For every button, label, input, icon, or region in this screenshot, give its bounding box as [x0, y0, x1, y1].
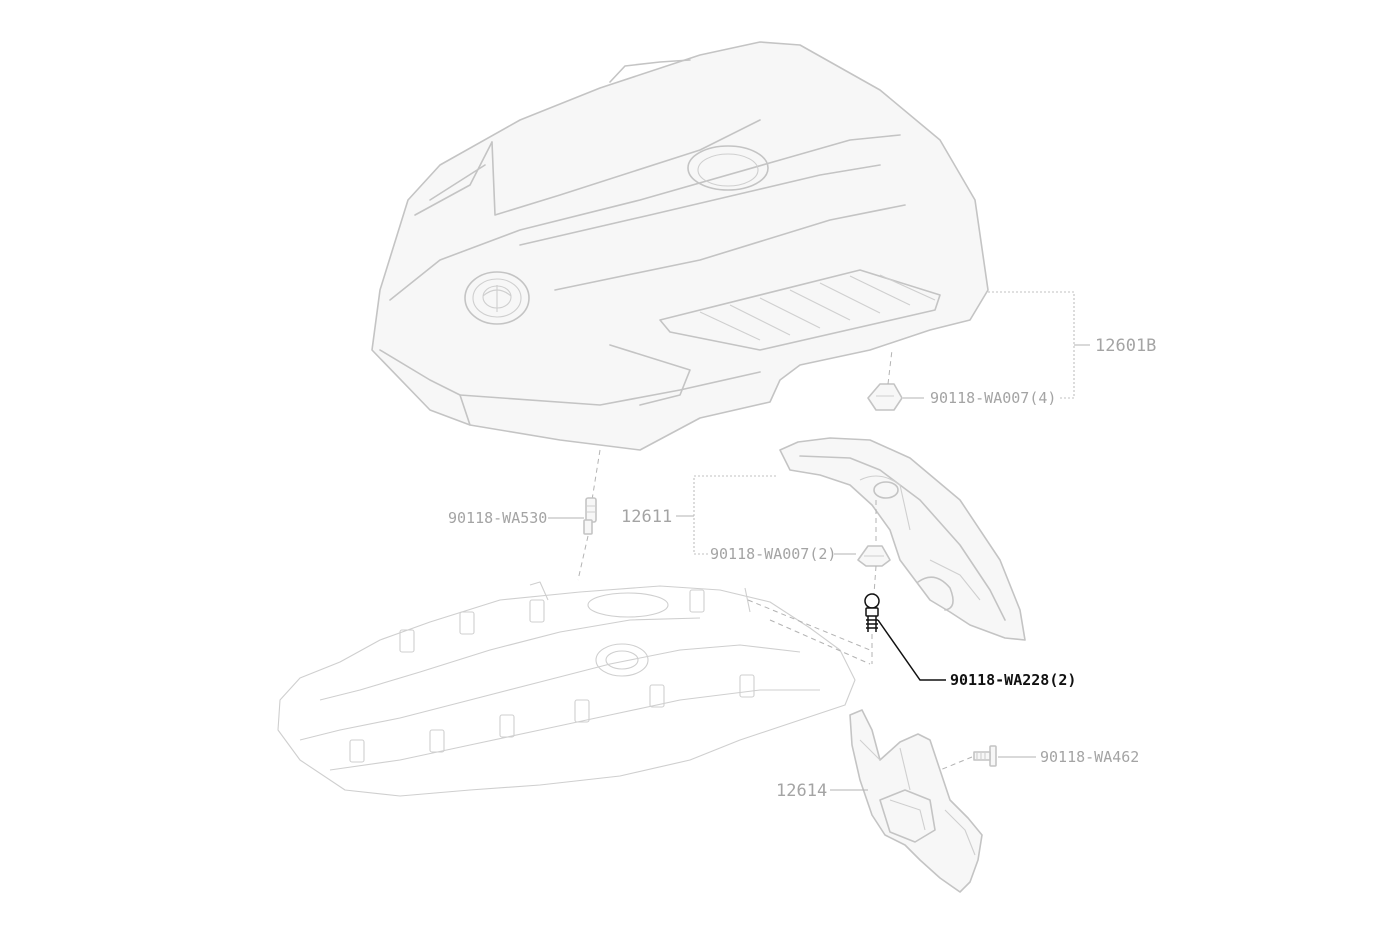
- stud-left-drawing[interactable]: [583, 497, 597, 535]
- cylinder-head-cover-drawing[interactable]: [277, 581, 871, 797]
- label-engine-cover-clip[interactable]: 90118-WA007(4): [930, 389, 1056, 407]
- side-cover-bracket: [693, 475, 776, 555]
- label-lower-bracket[interactable]: 12614: [776, 781, 827, 801]
- label-highlighted-stud[interactable]: 90118-WA228(2): [950, 671, 1076, 689]
- label-side-cover-clip[interactable]: 90118-WA007(2): [710, 545, 836, 563]
- side-cover-clip-drawing[interactable]: [857, 545, 891, 567]
- side-clip-dashline-bottom: [873, 565, 877, 595]
- clip-to-cover-dashline: [887, 349, 893, 385]
- lower-bracket-drawing[interactable]: [849, 709, 983, 893]
- highlighted-stud-leader: [877, 619, 946, 681]
- label-stud-left[interactable]: 90118-WA530: [448, 509, 547, 527]
- engine-cover-clip-drawing[interactable]: [867, 383, 903, 411]
- label-lower-bolt[interactable]: 90118-WA462: [1040, 748, 1139, 766]
- stud-left-dashline: [591, 449, 601, 501]
- lower-bolt-drawing[interactable]: [973, 745, 997, 767]
- label-engine-cover[interactable]: 12601B: [1095, 336, 1156, 356]
- highlighted-stud-drawing[interactable]: [864, 593, 880, 632]
- engine-cover-bracket: [988, 291, 1075, 399]
- stud-left-to-head-dashline: [577, 535, 589, 581]
- side-cover-drawing[interactable]: [779, 437, 1026, 641]
- lower-bolt-dashline: [939, 756, 973, 771]
- engine-cover-drawing[interactable]: [371, 41, 989, 451]
- label-side-cover[interactable]: 12611: [621, 507, 672, 527]
